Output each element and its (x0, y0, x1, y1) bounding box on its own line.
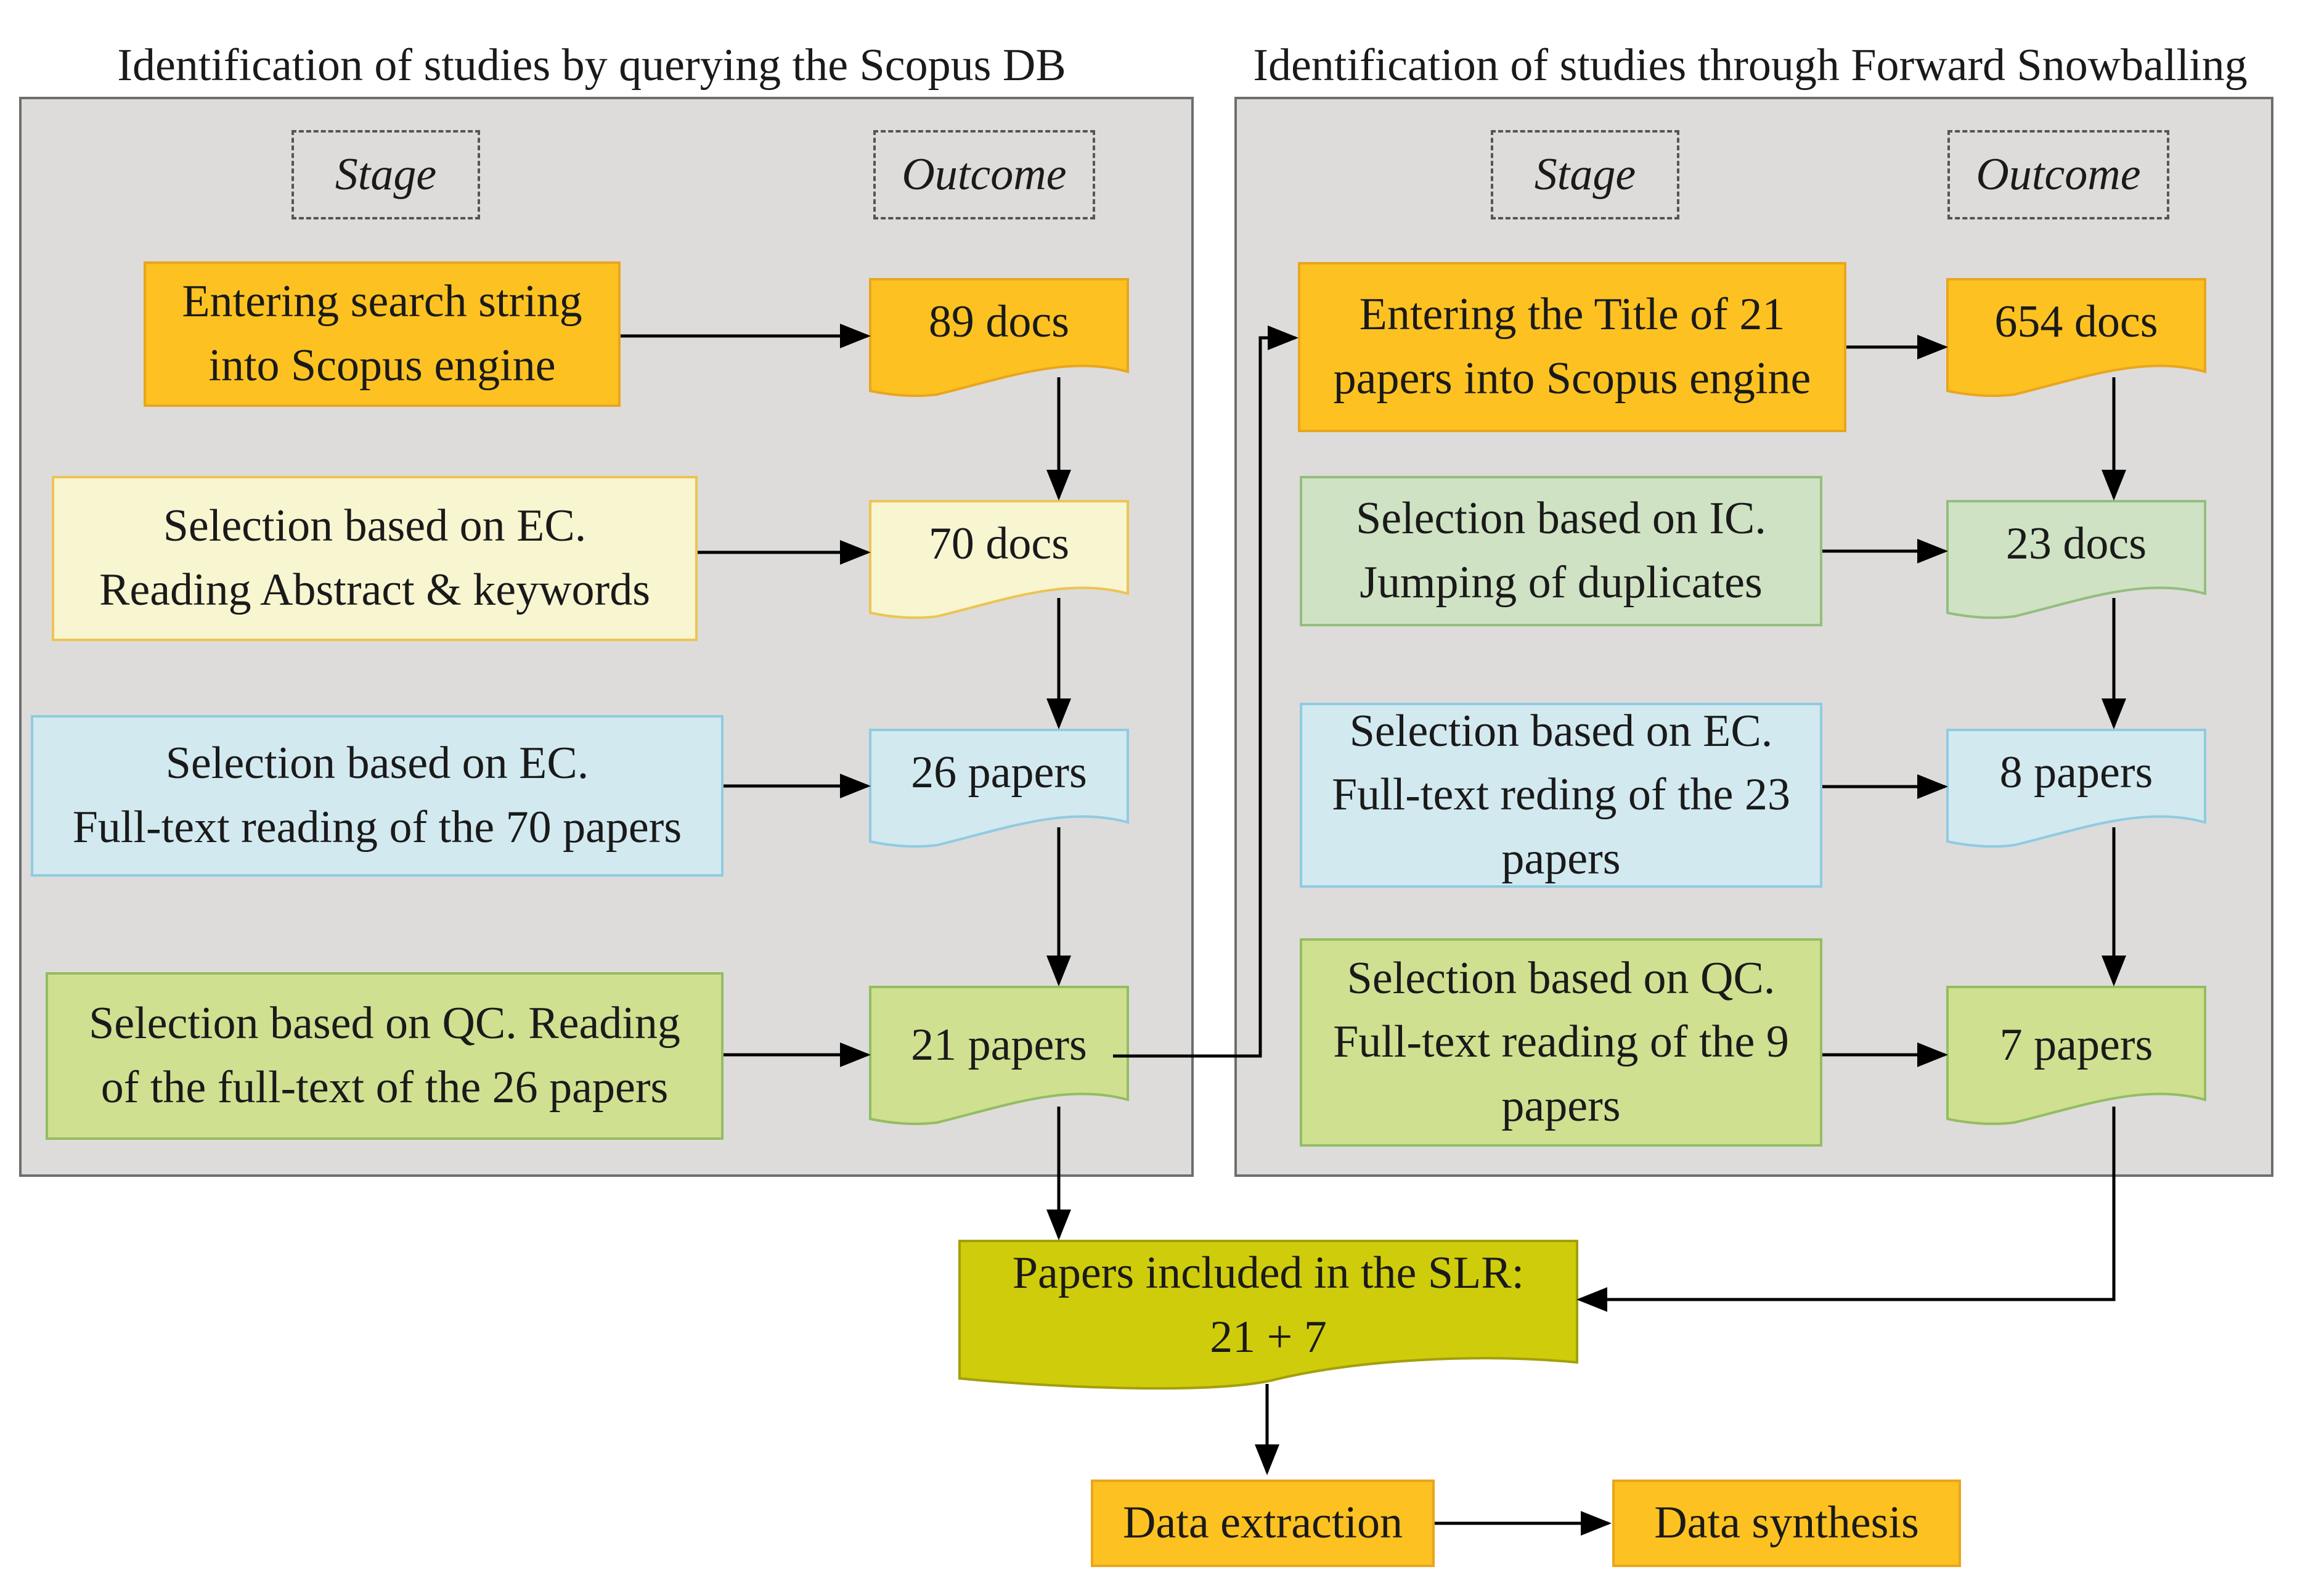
right-stage-4-line-2: Full-text reading of the 9 (1333, 1017, 1789, 1068)
left-outcome-header: Outcome (873, 130, 1095, 219)
included-doc (958, 1240, 1578, 1390)
left-stage-2-box: Selection based on EC. Reading Abstract … (52, 476, 698, 641)
left-stage-3-line-1: Selection based on EC. (165, 738, 589, 789)
left-outcome-2-doc (869, 500, 1129, 620)
left-outcome-3-doc (869, 729, 1129, 848)
right-outcome-4-label: 7 papers (1999, 1020, 2153, 1071)
right-stage-3-line-2: Full-text reding of the 23 (1332, 769, 1790, 821)
data-extraction-box: Data extraction (1091, 1480, 1435, 1567)
right-outcome-3-doc (1946, 729, 2206, 848)
right-stage-2-line-1: Selection based on IC. (1356, 493, 1766, 544)
left-stage-4-line-1: Selection based on QC. Reading (89, 998, 680, 1049)
right-outcome-3-label: 8 papers (1999, 747, 2153, 798)
right-stage-header: Stage (1491, 130, 1679, 219)
right-stage-1-line-1: Entering the Title of 21 (1359, 289, 1785, 340)
right-outcome-1-label: 654 docs (1994, 297, 2158, 348)
left-outcome-4-doc (869, 986, 1129, 1126)
left-stage-3-line-2: Full-text reading of the 70 papers (72, 802, 682, 853)
included-label: Papers included in the SLR: 21 + 7 (960, 1241, 1577, 1370)
left-panel-title: Identification of studies by querying th… (117, 40, 1066, 91)
snowball-connector (1113, 325, 1299, 1058)
right-stage-1-line-2: papers into Scopus engine (1333, 353, 1811, 404)
right-stage-2-line-2: Jumping of duplicates (1360, 557, 1763, 608)
left-outcome-3-label: 26 papers (911, 747, 1087, 798)
data-synthesis-label: Data synthesis (1654, 1497, 1919, 1549)
left-stage-header: Stage (292, 130, 480, 219)
right-outcome-4-doc (1946, 986, 2206, 1126)
left-outcome-1-doc (869, 278, 1129, 398)
left-stage-1-line-1: Entering search string (182, 276, 582, 327)
right-stage-3-line-3: papers (1501, 833, 1621, 884)
right-outcome-header: Outcome (1947, 130, 2169, 219)
right-stage-4-line-1: Selection based on QC. (1347, 952, 1776, 1004)
left-stage-2-line-1: Selection based on EC. (163, 501, 587, 552)
left-outcome-4-label: 21 papers (911, 1020, 1087, 1071)
data-synthesis-box: Data synthesis (1612, 1480, 1961, 1567)
included-line-2: 21 + 7 (1210, 1312, 1327, 1362)
left-outcome-1-label: 89 docs (928, 297, 1070, 348)
left-stage-4-line-2: of the full-text of the 26 papers (100, 1062, 669, 1113)
left-outcome-2-label: 70 docs (928, 518, 1070, 570)
right-stage-1-box: Entering the Title of 21 papers into Sco… (1298, 262, 1846, 432)
left-stage-2-line-2: Reading Abstract & keywords (99, 565, 650, 615)
right-stage-3-line-1: Selection based on EC. (1349, 705, 1773, 756)
right-outcome-1-doc (1946, 278, 2206, 398)
left-stage-3-box: Selection based on EC. Full-text reading… (31, 715, 724, 877)
left-stage-4-box: Selection based on QC. Reading of the fu… (46, 972, 724, 1140)
right-stage-2-box: Selection based on IC. Jumping of duplic… (1300, 476, 1822, 626)
left-stage-1-line-2: into Scopus engine (208, 340, 556, 391)
right-panel-title: Identification of studies through Forwar… (1253, 40, 2248, 91)
right-stage-4-box: Selection based on QC. Full-text reading… (1300, 938, 1822, 1147)
right-stage-4-line-3: papers (1501, 1080, 1621, 1131)
left-stage-1-box: Entering search string into Scopus engin… (144, 261, 621, 407)
included-line-1: Papers included in the SLR: (1012, 1248, 1525, 1299)
right-outcome-2-doc (1946, 500, 2206, 620)
data-extraction-label: Data extraction (1122, 1497, 1403, 1549)
right-outcome-2-label: 23 docs (2005, 518, 2147, 570)
right-to-included-connector (1576, 1107, 2116, 1312)
right-stage-3-box: Selection based on EC. Full-text reding … (1300, 703, 1822, 888)
